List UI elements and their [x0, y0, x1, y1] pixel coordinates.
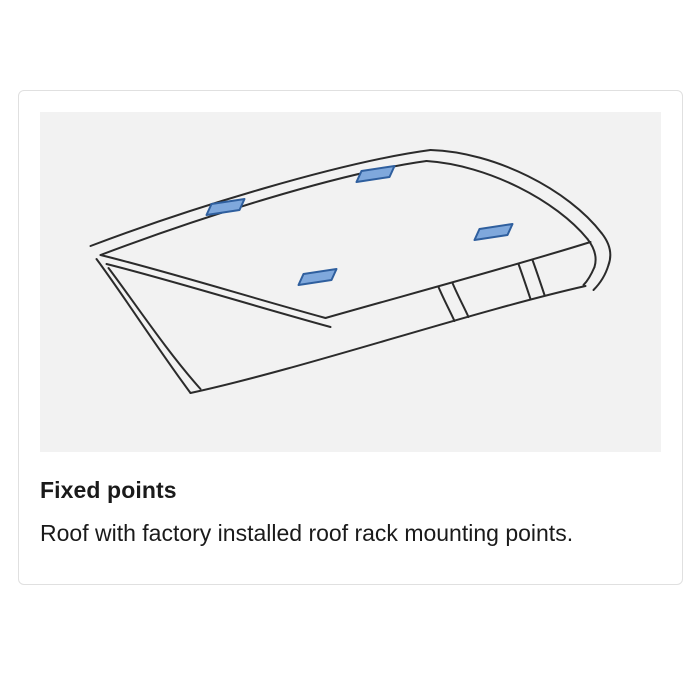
fixed-point-marker: [473, 223, 514, 241]
product-info-card: Fixed points Roof with factory installed…: [18, 90, 683, 585]
fixed-point-marker: [297, 268, 338, 286]
card-heading: Fixed points: [40, 477, 177, 503]
car-outline: [89, 149, 612, 394]
fixed-point-marker: [355, 165, 396, 183]
car-roof-illustration: [89, 149, 612, 394]
fixed-point-markers: [205, 165, 514, 286]
fixed-point-marker: [205, 198, 246, 216]
card-description: Roof with factory installed roof rack mo…: [40, 520, 574, 546]
roof-diagram-panel: [40, 112, 661, 452]
